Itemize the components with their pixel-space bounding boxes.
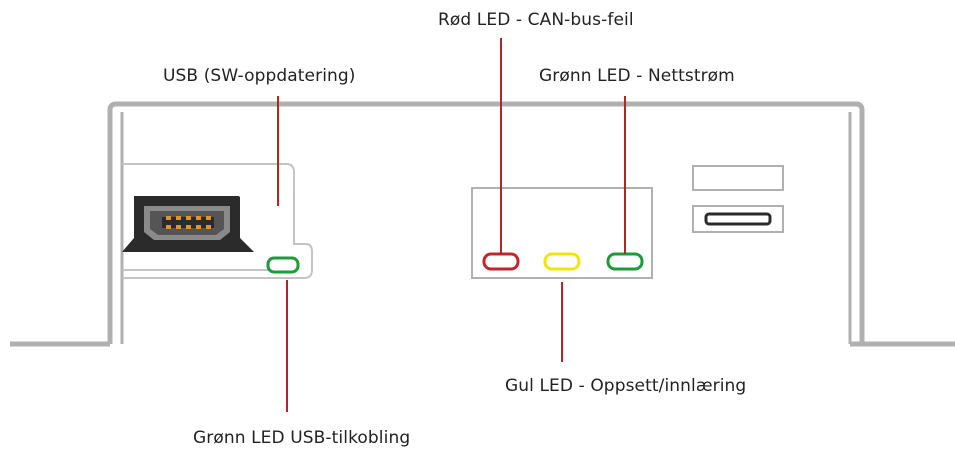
green-usb-led-label: Grønn LED USB-tilkobling: [193, 428, 411, 448]
leader-lines: [277, 38, 626, 412]
red-led: [482, 252, 520, 271]
green-power-led-label: Grønn LED - Nettstrøm: [539, 66, 735, 86]
yellow-led: [543, 252, 581, 271]
yellow-led-label: Gul LED - Oppsett/innlæring: [505, 376, 747, 396]
green-usb-led: [266, 256, 300, 274]
red-led-label: Rød LED - CAN-bus-feil: [438, 10, 634, 30]
led-window: [471, 187, 653, 279]
device-housing: [107, 101, 865, 344]
micro-port: [704, 212, 772, 226]
lower-slot: [692, 205, 784, 233]
usb-pins: [166, 216, 211, 229]
green-power-led: [606, 252, 644, 271]
usb-port: [122, 196, 254, 252]
usb-port-label: USB (SW-oppdatering): [163, 66, 356, 86]
upper-slot: [692, 165, 784, 191]
usb-panel: [122, 163, 313, 279]
